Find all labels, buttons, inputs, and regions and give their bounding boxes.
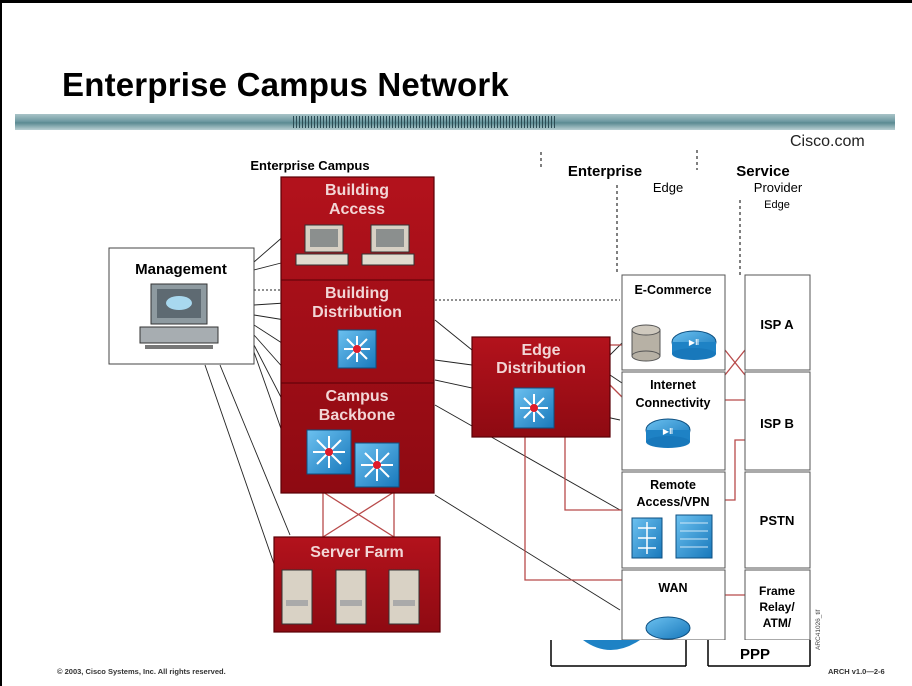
building-access-label-2: Access: [329, 201, 385, 218]
management-label: Management: [135, 261, 227, 278]
ecommerce-label: E-Commerce: [634, 283, 711, 297]
edge-distribution-label-1: Edge: [521, 342, 560, 359]
remote-access-module[interactable]: Remote Access/VPN: [621, 471, 726, 569]
course-code-footer: ARCH v1.0—2-6: [828, 667, 885, 676]
header-enterprise-campus: Enterprise Campus: [250, 158, 369, 173]
isp-a-module[interactable]: ISP A: [744, 274, 811, 371]
slide-frame-top: [0, 0, 912, 3]
building-distribution-label-2: Distribution: [312, 304, 402, 321]
isp-b-label: ISP B: [760, 416, 794, 431]
management-links: [204, 234, 626, 611]
internet-label-2: Connectivity: [635, 396, 710, 410]
firewall-icon: [675, 514, 713, 559]
cisco-com-link[interactable]: Cisco.com: [790, 133, 865, 150]
server-icon-1: [281, 569, 313, 625]
router-icon-1: ▶‖: [671, 330, 717, 360]
edge-distribution-module[interactable]: Edge Distribution: [471, 336, 611, 438]
title-rule-hatch: [293, 116, 555, 128]
pstn-module[interactable]: PSTN: [744, 471, 811, 569]
remote-label-2: Access/VPN: [637, 495, 710, 509]
copyright-footer: © 2003, Cisco Systems, Inc. All rights r…: [57, 667, 226, 676]
multilayer-switch-icon-2: [306, 429, 352, 475]
header-service-provider-3: Edge: [764, 199, 790, 211]
campus-backbone-module[interactable]: Campus Backbone: [306, 388, 400, 488]
management-workstation-icon: [139, 283, 219, 349]
header-service-provider-2: Provider: [754, 180, 803, 195]
pstn-label: PSTN: [760, 513, 795, 528]
multilayer-switch-icon-3: [354, 442, 400, 488]
remote-label-1: Remote: [650, 478, 696, 492]
frame-label-1: Frame: [759, 584, 795, 598]
multilayer-switch-icon-4: [513, 387, 555, 429]
database-icon: [631, 324, 661, 362]
frame-label-3: ATM/: [763, 616, 792, 630]
building-access-module[interactable]: Building Access: [295, 182, 415, 266]
side-code: ARC41026_tif: [815, 609, 822, 650]
server-icon-2: [335, 569, 367, 625]
server-farm-label: Server Farm: [310, 544, 403, 561]
internet-connectivity-module[interactable]: Internet Connectivity ▶‖: [621, 371, 726, 471]
slide-frame-left: [0, 0, 2, 686]
red-links: [322, 344, 746, 596]
wan-label: WAN: [658, 581, 687, 595]
frame-label-2: Relay/: [759, 600, 795, 614]
isp-b-module[interactable]: ISP B: [744, 371, 811, 471]
campus-backbone-label-1: Campus: [325, 388, 388, 405]
cropped-bottom-panel: PPP: [548, 640, 811, 668]
campus-backbone-label-2: Backbone: [319, 407, 396, 424]
building-access-label-1: Building: [325, 182, 389, 199]
svg-text:▶‖: ▶‖: [663, 427, 673, 436]
vpn-concentrator-icon: [631, 517, 663, 559]
internet-label-1: Internet: [650, 378, 697, 392]
header-enterprise-edge-1: Enterprise: [568, 163, 642, 180]
frame-relay-module[interactable]: Frame Relay/ ATM/: [744, 569, 811, 641]
server-icon-3: [388, 569, 420, 625]
header-service-provider-1: Service: [736, 163, 789, 180]
pc-icon-2: [361, 224, 415, 266]
slide-title: Enterprise Campus Network: [62, 66, 509, 103]
edge-distribution-label-2: Distribution: [496, 360, 586, 377]
header-enterprise-edge-2: Edge: [653, 180, 683, 195]
building-distribution-label-1: Building: [325, 285, 389, 302]
pc-icon-1: [295, 224, 349, 266]
building-distribution-module[interactable]: Building Distribution: [312, 285, 402, 369]
management-module[interactable]: Management: [108, 247, 255, 365]
svg-text:▶‖: ▶‖: [689, 338, 699, 347]
ecommerce-module[interactable]: E-Commerce ▶‖: [621, 274, 726, 371]
server-farm-module[interactable]: Server Farm: [273, 536, 441, 633]
router-icon-2: ▶‖: [645, 418, 691, 448]
multilayer-switch-icon-1: [337, 329, 377, 369]
router-icon-3: [645, 616, 691, 640]
column-separators: [540, 150, 741, 275]
isp-a-label: ISP A: [760, 317, 794, 332]
wan-module[interactable]: WAN: [621, 569, 726, 641]
ppp-label: PPP: [740, 646, 770, 663]
